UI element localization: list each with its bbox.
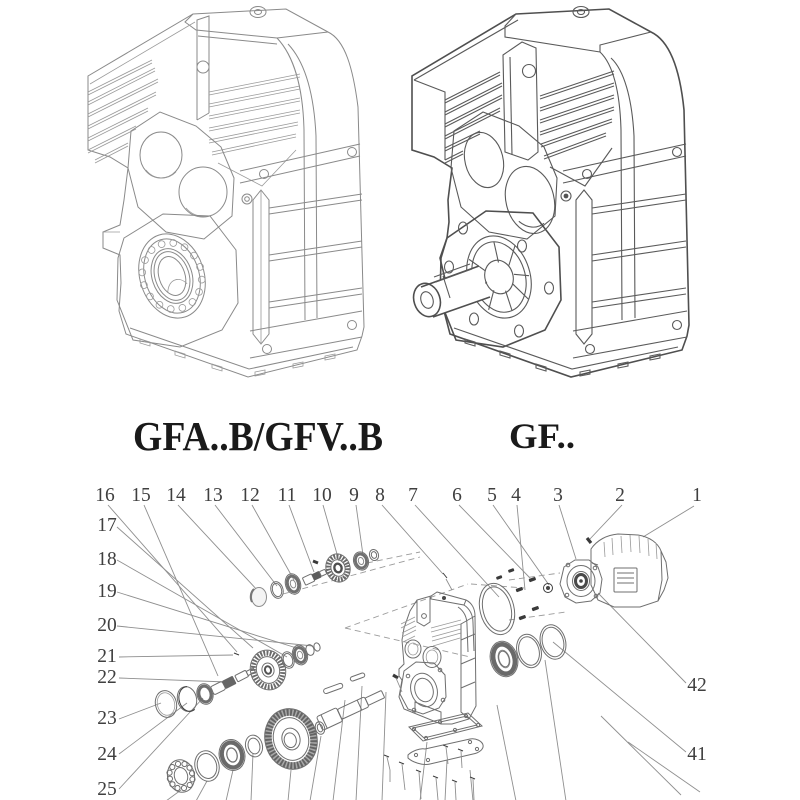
svg-text:6: 6 <box>452 485 462 506</box>
svg-text:15: 15 <box>131 485 151 506</box>
svg-text:17: 17 <box>97 515 117 536</box>
svg-text:11: 11 <box>278 485 297 506</box>
svg-text:1: 1 <box>692 485 702 506</box>
svg-text:24: 24 <box>97 744 117 765</box>
svg-text:5: 5 <box>487 485 497 506</box>
svg-text:4: 4 <box>511 485 521 506</box>
svg-text:19: 19 <box>97 581 117 602</box>
svg-text:13: 13 <box>203 485 223 506</box>
svg-text:8: 8 <box>375 485 385 506</box>
svg-text:2: 2 <box>615 485 625 506</box>
svg-text:42: 42 <box>687 675 707 696</box>
svg-text:41: 41 <box>687 744 707 765</box>
svg-text:20: 20 <box>97 615 117 636</box>
svg-text:10: 10 <box>312 485 332 506</box>
svg-text:12: 12 <box>240 485 260 506</box>
svg-text:9: 9 <box>349 485 359 506</box>
svg-text:7: 7 <box>408 485 418 506</box>
svg-text:23: 23 <box>97 708 117 729</box>
svg-text:16: 16 <box>95 485 115 506</box>
svg-text:21: 21 <box>97 646 117 667</box>
svg-text:3: 3 <box>553 485 563 506</box>
svg-text:14: 14 <box>166 485 186 506</box>
svg-text:25: 25 <box>97 779 117 800</box>
svg-text:GFA..B/GFV..B: GFA..B/GFV..B <box>133 413 383 459</box>
svg-text:22: 22 <box>97 667 117 688</box>
svg-text:18: 18 <box>97 549 117 570</box>
svg-text:GF..: GF.. <box>509 416 575 456</box>
